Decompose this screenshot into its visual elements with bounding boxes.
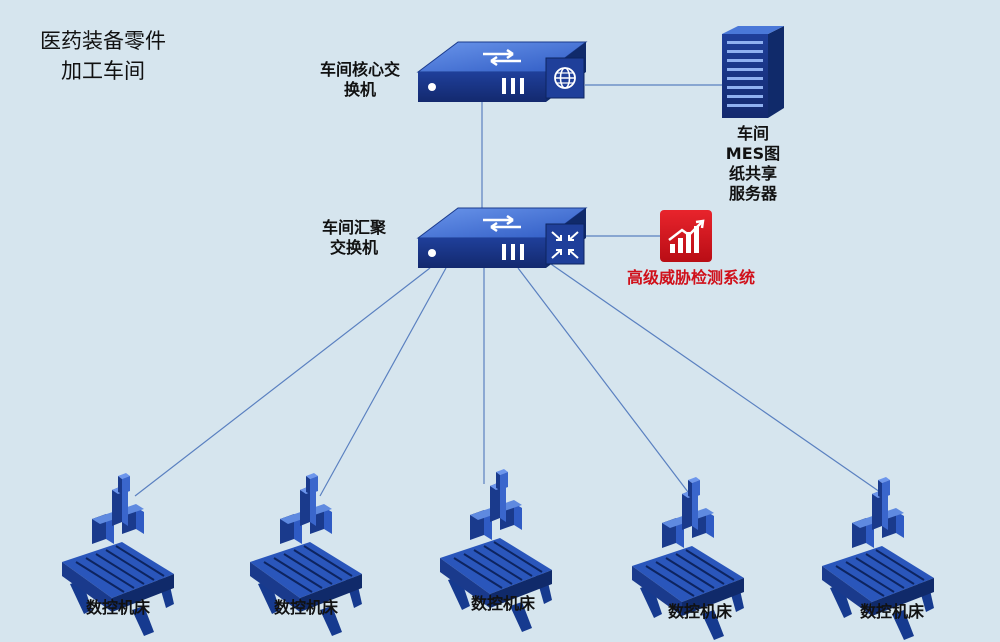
core-switch-label: 车间核心交 换机 (300, 60, 420, 100)
title-line-2: 加工车间 (61, 59, 145, 83)
server[interactable] (722, 26, 784, 118)
threat-detection-device[interactable] (660, 210, 712, 262)
agg-switch-label-line-1: 车间汇聚 (321, 218, 386, 237)
arrows-in-icon (545, 223, 585, 265)
globe-icon (545, 57, 585, 99)
server-label-line-3: 纸共享 (728, 164, 777, 183)
cnc-label-2: 数控机床 (273, 598, 338, 617)
server-label-line-4: 服务器 (728, 184, 777, 203)
title-line-1: 医药装备零件 (40, 29, 166, 53)
server-label-line-2: MES图 (725, 144, 781, 163)
link-agg-machine-5 (547, 261, 881, 493)
trend-up-icon (668, 219, 705, 253)
agg-switch-label: 车间汇聚 交换机 (304, 218, 404, 258)
threat-system-label: 高级威胁检测系统 (626, 268, 755, 287)
page-title: 医药装备零件 加工车间 (18, 26, 188, 86)
cnc-label-5: 数控机床 (859, 602, 924, 621)
links (134, 84, 881, 497)
cnc-label-4: 数控机床 (667, 602, 732, 621)
server-label: 车间 MES图 纸共享 服务器 (708, 124, 798, 204)
link-agg-machine-1 (134, 267, 431, 497)
core-switch[interactable] (416, 41, 588, 102)
link-agg-machine-2 (319, 267, 447, 497)
agg-switch-label-line-2: 交换机 (329, 238, 378, 257)
link-agg-machine-4 (517, 267, 689, 493)
server-label-line-1: 车间 (736, 124, 769, 143)
core-switch-label-line-2: 换机 (343, 80, 376, 99)
cnc-label-1: 数控机床 (85, 598, 150, 617)
cnc-label-3: 数控机床 (470, 594, 535, 613)
core-switch-label-line-1: 车间核心交 (319, 60, 400, 79)
aggregation-switch[interactable] (416, 207, 588, 268)
